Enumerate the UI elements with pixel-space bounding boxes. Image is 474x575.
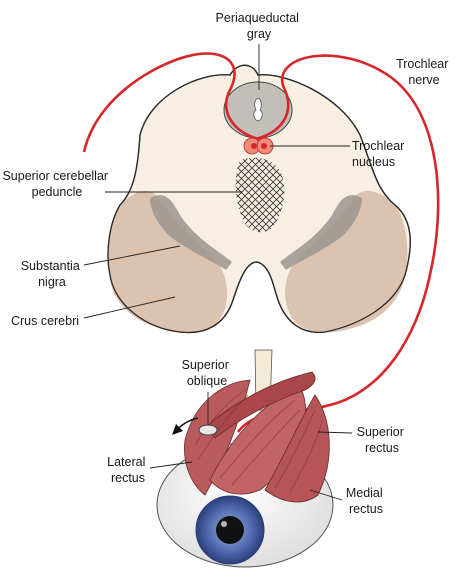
label-superior-cerebellar-peduncle: Superior cerebellar peduncle [2, 169, 111, 199]
eye-and-muscles [156, 349, 334, 568]
pupil [216, 516, 244, 544]
substantia-nigra-left [150, 195, 232, 270]
leader-lines [83, 44, 353, 501]
medial-rectus-muscle [264, 394, 330, 503]
rotation-arrowhead [172, 424, 183, 435]
label-crus-cerebri: Crus cerebri [11, 314, 79, 328]
crus-cerebri-right [285, 190, 408, 333]
label-lateral-rectus: Lateral rectus [107, 455, 149, 485]
muscle-striations [194, 389, 323, 493]
label-substantia-nigra: Substantia nigra [21, 259, 84, 289]
crus-cerebri-left [108, 190, 228, 333]
extraocular-muscles [184, 371, 330, 503]
superior-oblique-muscle [204, 371, 316, 439]
midbrain-outline-stroke [107, 64, 411, 334]
label-superior-rectus: Superior rectus [357, 425, 408, 455]
superior-cerebellar-peduncle-decussation [235, 157, 285, 233]
label-superior-oblique: Superior oblique [182, 358, 233, 388]
labels: Periaqueductal gray Trochlear nerve Troc… [2, 11, 452, 516]
trochlea-pulley [198, 424, 218, 436]
cerebral-aqueduct [253, 97, 263, 122]
pupil-highlight [221, 521, 227, 527]
trochlear-nerve-left-loop [82, 52, 264, 153]
midbrain-section [107, 64, 411, 334]
label-periaqueductal-gray: Periaqueductal gray [216, 11, 303, 41]
label-trochlear-nerve: Trochlear nerve [396, 57, 452, 87]
label-medial-rectus: Medial rectus [346, 486, 386, 516]
substantia-nigra-right [280, 195, 362, 270]
label-trochlear-nucleus: Trochlear nucleus [352, 139, 408, 169]
